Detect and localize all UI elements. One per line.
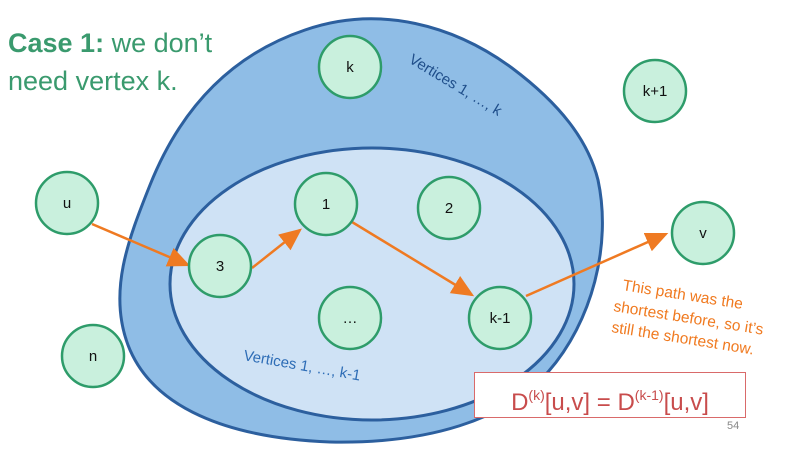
node-3-label: 3 — [216, 258, 224, 275]
node-k-minus-1-label: k-1 — [490, 310, 511, 327]
node-ellipsis-label: … — [343, 310, 358, 327]
page-number: 54 — [727, 420, 740, 432]
formula-d-1: D — [511, 389, 529, 416]
slide-title: Case 1: we don’t need vertex k. — [8, 24, 212, 100]
formula-sup-k: (k) — [528, 387, 545, 403]
node-k-label: k — [346, 59, 354, 76]
node-k-plus-1-label: k+1 — [643, 83, 668, 100]
node-u-label: u — [63, 195, 71, 212]
node-3: 3 — [187, 233, 253, 299]
path-edge-u-3 — [91, 222, 191, 267]
node-n: n — [60, 323, 126, 389]
path-edge-1-k-1 — [351, 220, 475, 297]
node-k-plus-1: k+1 — [622, 58, 688, 124]
node-ellipsis: … — [317, 285, 383, 351]
node-u: u — [34, 170, 100, 236]
formula-sup-k-1: (k-1) — [634, 387, 664, 403]
node-2-label: 2 — [445, 200, 453, 217]
title-text-1: we don’t — [104, 28, 213, 58]
path-edge-k-1-v — [525, 232, 669, 298]
formula-box: D(k)[u,v] = D(k-1)[u,v] — [474, 372, 746, 418]
path-edge-3-1 — [251, 228, 302, 269]
node-v: v — [670, 200, 736, 266]
node-n-label: n — [89, 348, 97, 365]
slide-title-line-1: Case 1: we don’t — [8, 24, 212, 62]
node-v-label: v — [699, 225, 707, 242]
node-1: 1 — [293, 171, 359, 237]
path-note: This path was the shortest before, so it… — [610, 277, 764, 358]
case-label: Case 1: — [8, 28, 105, 58]
shortest-path — [91, 220, 669, 298]
node-k: k — [317, 34, 383, 100]
node-2: 2 — [416, 175, 482, 241]
node-k-minus-1: k-1 — [467, 285, 533, 351]
formula-middle: [u,v] = D — [544, 389, 635, 416]
formula-end: [u,v] — [663, 389, 709, 416]
slide-title-line-2: need vertex k. — [8, 66, 178, 96]
node-1-label: 1 — [322, 196, 330, 213]
